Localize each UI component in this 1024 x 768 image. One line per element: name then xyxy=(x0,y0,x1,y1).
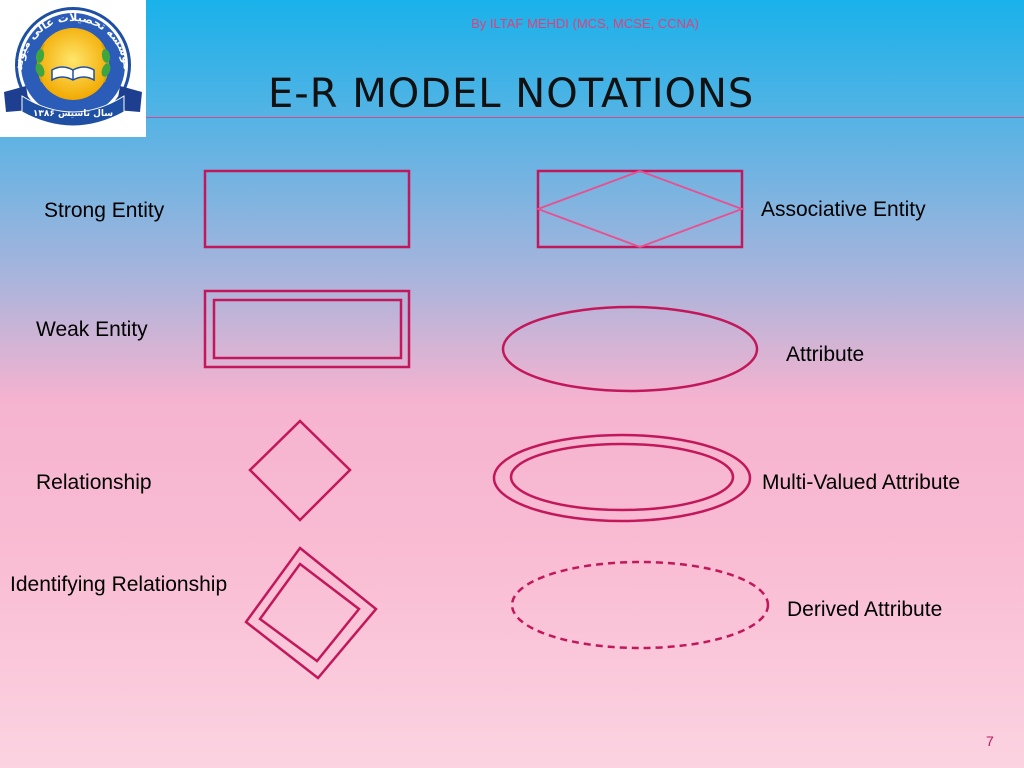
label-attribute: Attribute xyxy=(786,343,865,366)
weak-entity-outer-shape xyxy=(203,289,411,369)
multi-valued-attribute-inner-shape xyxy=(509,442,735,512)
label-weak-entity: Weak Entity xyxy=(36,318,148,341)
strong-entity-shape xyxy=(203,169,411,249)
logo-emblem: موسسه تحصیلات عالی میوند سال تاسیس ۱۳۸۶ xyxy=(4,7,142,127)
label-derived-attribute: Derived Attribute xyxy=(787,598,943,621)
slide-title: E-R MODEL NOTATIONS xyxy=(268,71,755,117)
attribute-shape xyxy=(501,305,759,393)
derived-attribute-shape xyxy=(510,560,770,650)
associative-entity-diamond-shape xyxy=(535,170,745,248)
identifying-relationship-outer-shape xyxy=(244,546,378,680)
label-associative-entity: Associative Entity xyxy=(761,198,926,221)
leaf-icon xyxy=(35,49,111,77)
multi-valued-attribute-outer-shape xyxy=(492,433,752,523)
associative-entity-box-shape xyxy=(536,169,744,249)
relationship-shape xyxy=(248,419,352,522)
label-strong-entity: Strong Entity xyxy=(44,199,165,222)
logo-ribbon xyxy=(21,95,125,127)
institution-logo: موسسه تحصیلات عالی میوند سال تاسیس ۱۳۸۶ xyxy=(0,0,146,137)
weak-entity-inner-shape xyxy=(212,298,403,360)
identifying-relationship-inner-shape xyxy=(258,562,361,663)
title-divider xyxy=(146,117,1024,118)
book-icon xyxy=(51,66,95,82)
label-multi-valued-attribute: Multi-Valued Attribute xyxy=(762,471,961,494)
logo-ribbon-text: سال تاسیس ۱۳۸۶ xyxy=(33,109,113,119)
label-identifying-relationship: Identifying Relationship xyxy=(10,573,228,596)
page-number: 7 xyxy=(986,733,994,749)
label-relationship: Relationship xyxy=(36,471,152,494)
author-byline: By ILTAF MEHDI (MCS, MCSE, CCNA) xyxy=(471,16,699,31)
